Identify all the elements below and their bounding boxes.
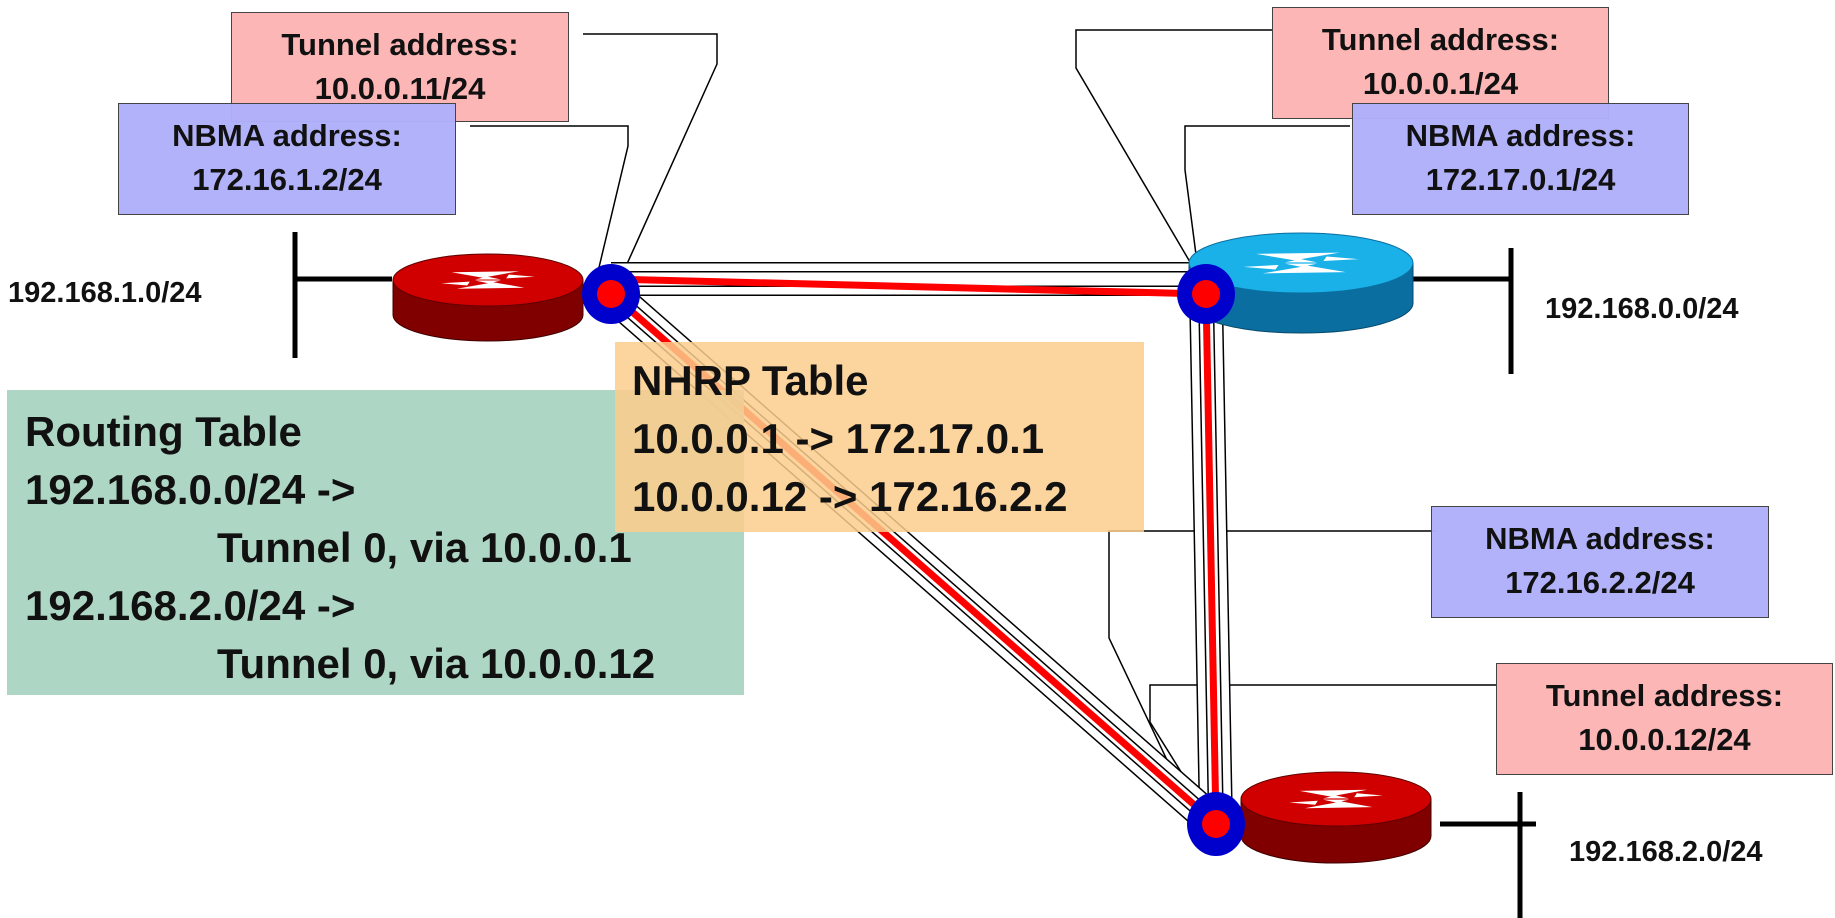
router-icon xyxy=(1188,232,1414,334)
lan-segment-hub xyxy=(1410,248,1514,374)
tunnel-address-label: Tunnel address: xyxy=(1545,678,1784,713)
nhrp-entry: 10.0.0.1 -> 172.17.0.1 xyxy=(632,415,1045,462)
nbma-address-value: 172.16.2.2/24 xyxy=(1505,565,1695,600)
router-icon xyxy=(1240,771,1432,864)
nhrp-entry: 10.0.0.12 -> 172.16.2.2 xyxy=(632,473,1068,520)
routing-entry-via: Tunnel 0, via 10.0.0.12 xyxy=(217,640,656,687)
nhrp-table: NHRP Table 10.0.0.1 -> 172.17.0.1 10.0.0… xyxy=(615,342,1144,532)
tunnel-address-value: 10.0.0.11/24 xyxy=(314,71,486,106)
spoke1-lan-label: 192.168.1.0/24 xyxy=(8,277,202,309)
nbma-address-label: NBMA address: xyxy=(1405,118,1636,153)
hub-nbma-address-box: NBMA address: 172.17.0.1/24 xyxy=(1352,103,1689,215)
nbma-address-label: NBMA address: xyxy=(1485,521,1715,556)
tunnel-address-value: 10.0.0.1/24 xyxy=(1362,66,1519,101)
spoke2-tunnel-address-box: Tunnel address: 10.0.0.12/24 xyxy=(1496,663,1833,775)
tunnel-address-value: 10.0.0.12/24 xyxy=(1578,722,1751,757)
nbma-address-value: 172.16.1.2/24 xyxy=(192,162,382,197)
routing-entry-dest: 192.168.0.0/24 -> xyxy=(25,466,356,513)
spoke2-nbma-address-box: NBMA address: 172.16.2.2/24 xyxy=(1431,506,1769,618)
lan-segment-spoke2 xyxy=(1440,792,1536,918)
tunnel-address-label: Tunnel address: xyxy=(281,27,519,62)
hub-lan-label: 192.168.0.0/24 xyxy=(1545,293,1739,325)
tunnel-address-label: Tunnel address: xyxy=(1321,22,1560,57)
spoke2-lan-label: 192.168.2.0/24 xyxy=(1569,836,1763,868)
routing-entry-via: Tunnel 0, via 10.0.0.1 xyxy=(217,524,632,571)
tunnel-endpoint-icon xyxy=(1187,792,1245,856)
tunnel-endpoint-icon xyxy=(1177,264,1235,324)
nbma-address-value: 172.17.0.1/24 xyxy=(1425,162,1616,197)
routing-table-title: Routing Table xyxy=(25,408,302,455)
router-icon xyxy=(392,253,584,342)
tunnel-link-spoke1-hub xyxy=(610,262,1207,298)
nhrp-table-title: NHRP Table xyxy=(632,357,869,404)
lan-segment-spoke1 xyxy=(292,232,392,358)
hub-tunnel-address-box: Tunnel address: 10.0.0.1/24 xyxy=(1272,7,1609,119)
nbma-address-label: NBMA address: xyxy=(172,118,402,153)
tunnel-link-hub-spoke2 xyxy=(1189,293,1233,825)
spoke1-nbma-address-box: NBMA address: 172.16.1.2/24 xyxy=(118,103,456,215)
routing-entry-dest: 192.168.2.0/24 -> xyxy=(25,582,356,629)
tunnel-endpoint-icon xyxy=(582,264,640,324)
